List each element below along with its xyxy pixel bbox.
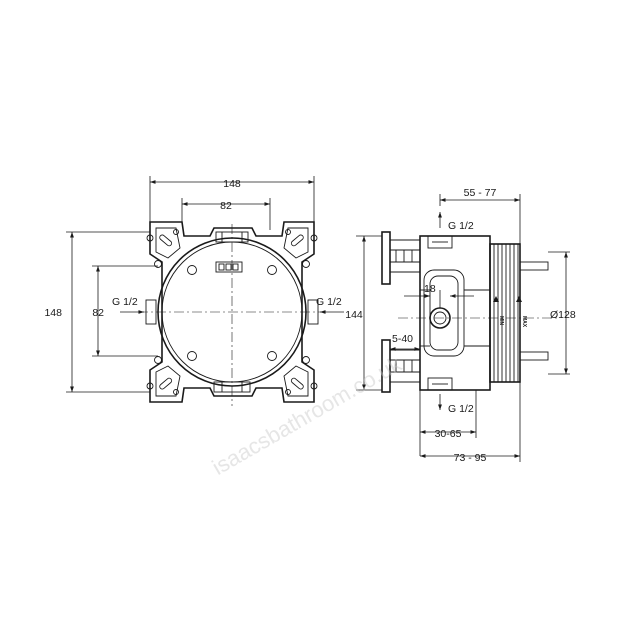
- rear-stud-top: [519, 261, 549, 271]
- top-wall-flange: [381, 231, 391, 285]
- label-plate: [215, 261, 243, 273]
- label-inlet-left: G 1/2: [112, 296, 138, 308]
- inner-cavity: [423, 269, 465, 357]
- housing-ribs: [493, 244, 519, 382]
- side-view: [356, 194, 570, 462]
- front-view: [66, 176, 344, 406]
- watermark: isaacsbathroom.co.uk: [208, 351, 407, 480]
- dim-side-height-overall: 144: [345, 309, 363, 321]
- label-min-mark: MIN: [498, 316, 504, 326]
- dim-side-wall-range: 5-40: [392, 333, 413, 345]
- dim-front-height-inner: 82: [92, 307, 104, 319]
- rear-stud-bottom: [519, 351, 549, 361]
- dim-side-center-offset: 18: [424, 283, 436, 295]
- corner-slots: [159, 234, 304, 390]
- dim-side-depth-range: 55 - 77: [464, 187, 497, 199]
- dim-side-diameter: Ø128: [550, 309, 576, 321]
- label-inlet-right: G 1/2: [316, 296, 342, 308]
- dim-front-width-overall: 148: [223, 178, 241, 190]
- mounting-holes: [146, 229, 318, 395]
- dim-front-height-overall: 148: [44, 307, 62, 319]
- label-max-mark: MAX: [521, 316, 527, 328]
- dim-front-width-inner: 82: [220, 200, 232, 212]
- label-inlet-top: G 1/2: [448, 220, 474, 232]
- ribbed-housing: [489, 243, 521, 383]
- bottom-wall-flange: [381, 339, 391, 393]
- dim-side-bottom-range-2: 73 - 95: [454, 452, 487, 464]
- mounting-plate: [149, 221, 315, 403]
- dim-side-bottom-range-1: 30-65: [435, 428, 462, 440]
- label-outlet-bottom: G 1/2: [448, 403, 474, 415]
